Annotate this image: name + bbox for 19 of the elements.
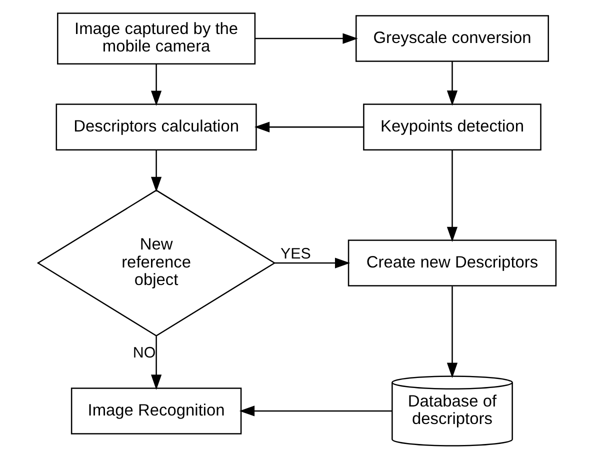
node-box: Create new Descriptors bbox=[347, 240, 556, 286]
arrow bbox=[446, 150, 458, 242]
node-box: Descriptors calculation bbox=[55, 104, 256, 150]
arrow bbox=[150, 64, 162, 106]
node-box: Greyscale conversion bbox=[355, 15, 548, 62]
arrow bbox=[254, 122, 363, 132]
edge-label: YES bbox=[280, 246, 310, 263]
node-box: Image captured by the mobile camera bbox=[56, 12, 256, 64]
arrow bbox=[150, 336, 162, 390]
node-box: Image Recognition bbox=[70, 388, 242, 434]
node-box: Keypoints detection bbox=[362, 104, 541, 150]
arrow bbox=[274, 258, 350, 268]
arrow bbox=[446, 286, 458, 378]
arrow bbox=[254, 33, 358, 44]
edge-label: NO bbox=[132, 344, 156, 362]
arrow bbox=[238, 406, 392, 416]
node-diamond: New reference object bbox=[36, 190, 276, 336]
arrow bbox=[150, 150, 162, 192]
arrow bbox=[446, 62, 458, 106]
